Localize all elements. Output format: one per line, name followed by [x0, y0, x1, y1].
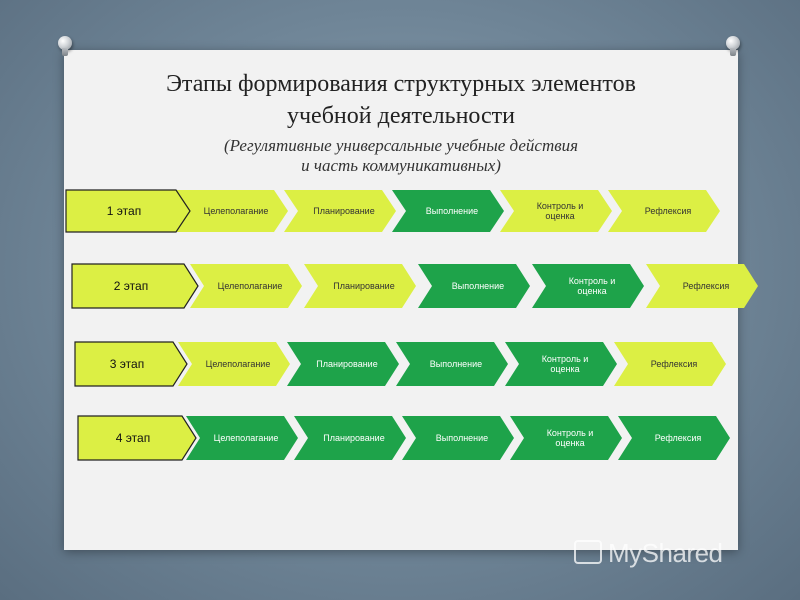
stage-chevron [77, 415, 197, 461]
step-chevron [646, 264, 758, 308]
step-label: Выполнение [452, 281, 504, 291]
step-label: Целеполагание [214, 433, 279, 443]
stage-label: 2 этап [114, 279, 148, 293]
subtitle-line-2: и часть коммуникативных) [301, 156, 501, 175]
stage-label: 3 этап [110, 357, 144, 371]
step-chevron [178, 342, 290, 386]
stage-chevron [74, 341, 188, 387]
step-chevron [284, 190, 396, 232]
step-label: Целеполагание [206, 359, 271, 369]
step-label: Планирование [323, 433, 384, 443]
subtitle-line-1: (Регулятивные универсальные учебные дейс… [223, 136, 579, 155]
step-chevron [294, 416, 406, 460]
step-chevron [608, 190, 720, 232]
watermark: MyShared [574, 538, 723, 569]
stage-chevron [71, 263, 199, 309]
stage-chevron [65, 189, 191, 233]
step-label: Рефлексия [683, 281, 730, 291]
step-label: Целеполагание [218, 281, 283, 291]
title-line-1: Этапы формирования структурных элементов [166, 71, 636, 97]
step-label: Рефлексия [655, 433, 702, 443]
pushpin-icon [726, 36, 740, 56]
pushpin-icon [58, 36, 72, 56]
stage-label: 4 этап [116, 431, 150, 445]
step-chevron [392, 190, 504, 232]
title-line-2: учебной деятельности [286, 103, 515, 129]
step-label: Планирование [333, 281, 394, 291]
step-label: Рефлексия [645, 206, 692, 216]
step-chevron [532, 264, 644, 308]
step-chevron [186, 416, 298, 460]
step-label: Планирование [316, 359, 377, 369]
step-label: Рефлексия [651, 359, 698, 369]
step-chevron [396, 342, 508, 386]
step-chevron [402, 416, 514, 460]
step-chevron [304, 264, 416, 308]
step-label: Выполнение [426, 206, 478, 216]
step-chevron [510, 416, 622, 460]
stage-label: 1 этап [107, 204, 141, 218]
step-label: Целеполагание [204, 206, 269, 216]
myshared-logo-icon [574, 540, 602, 564]
step-chevron [176, 190, 288, 232]
step-chevron [287, 342, 399, 386]
slide-title: Этапы формирования структурных элементов… [64, 68, 738, 176]
step-chevron [500, 190, 612, 232]
step-chevron [418, 264, 530, 308]
step-label: Выполнение [430, 359, 482, 369]
step-chevron [614, 342, 726, 386]
step-chevron [618, 416, 730, 460]
step-label: Выполнение [436, 433, 488, 443]
step-chevron [505, 342, 617, 386]
step-label: Планирование [313, 206, 374, 216]
watermark-text: MyShared [608, 538, 723, 568]
step-chevron [190, 264, 302, 308]
